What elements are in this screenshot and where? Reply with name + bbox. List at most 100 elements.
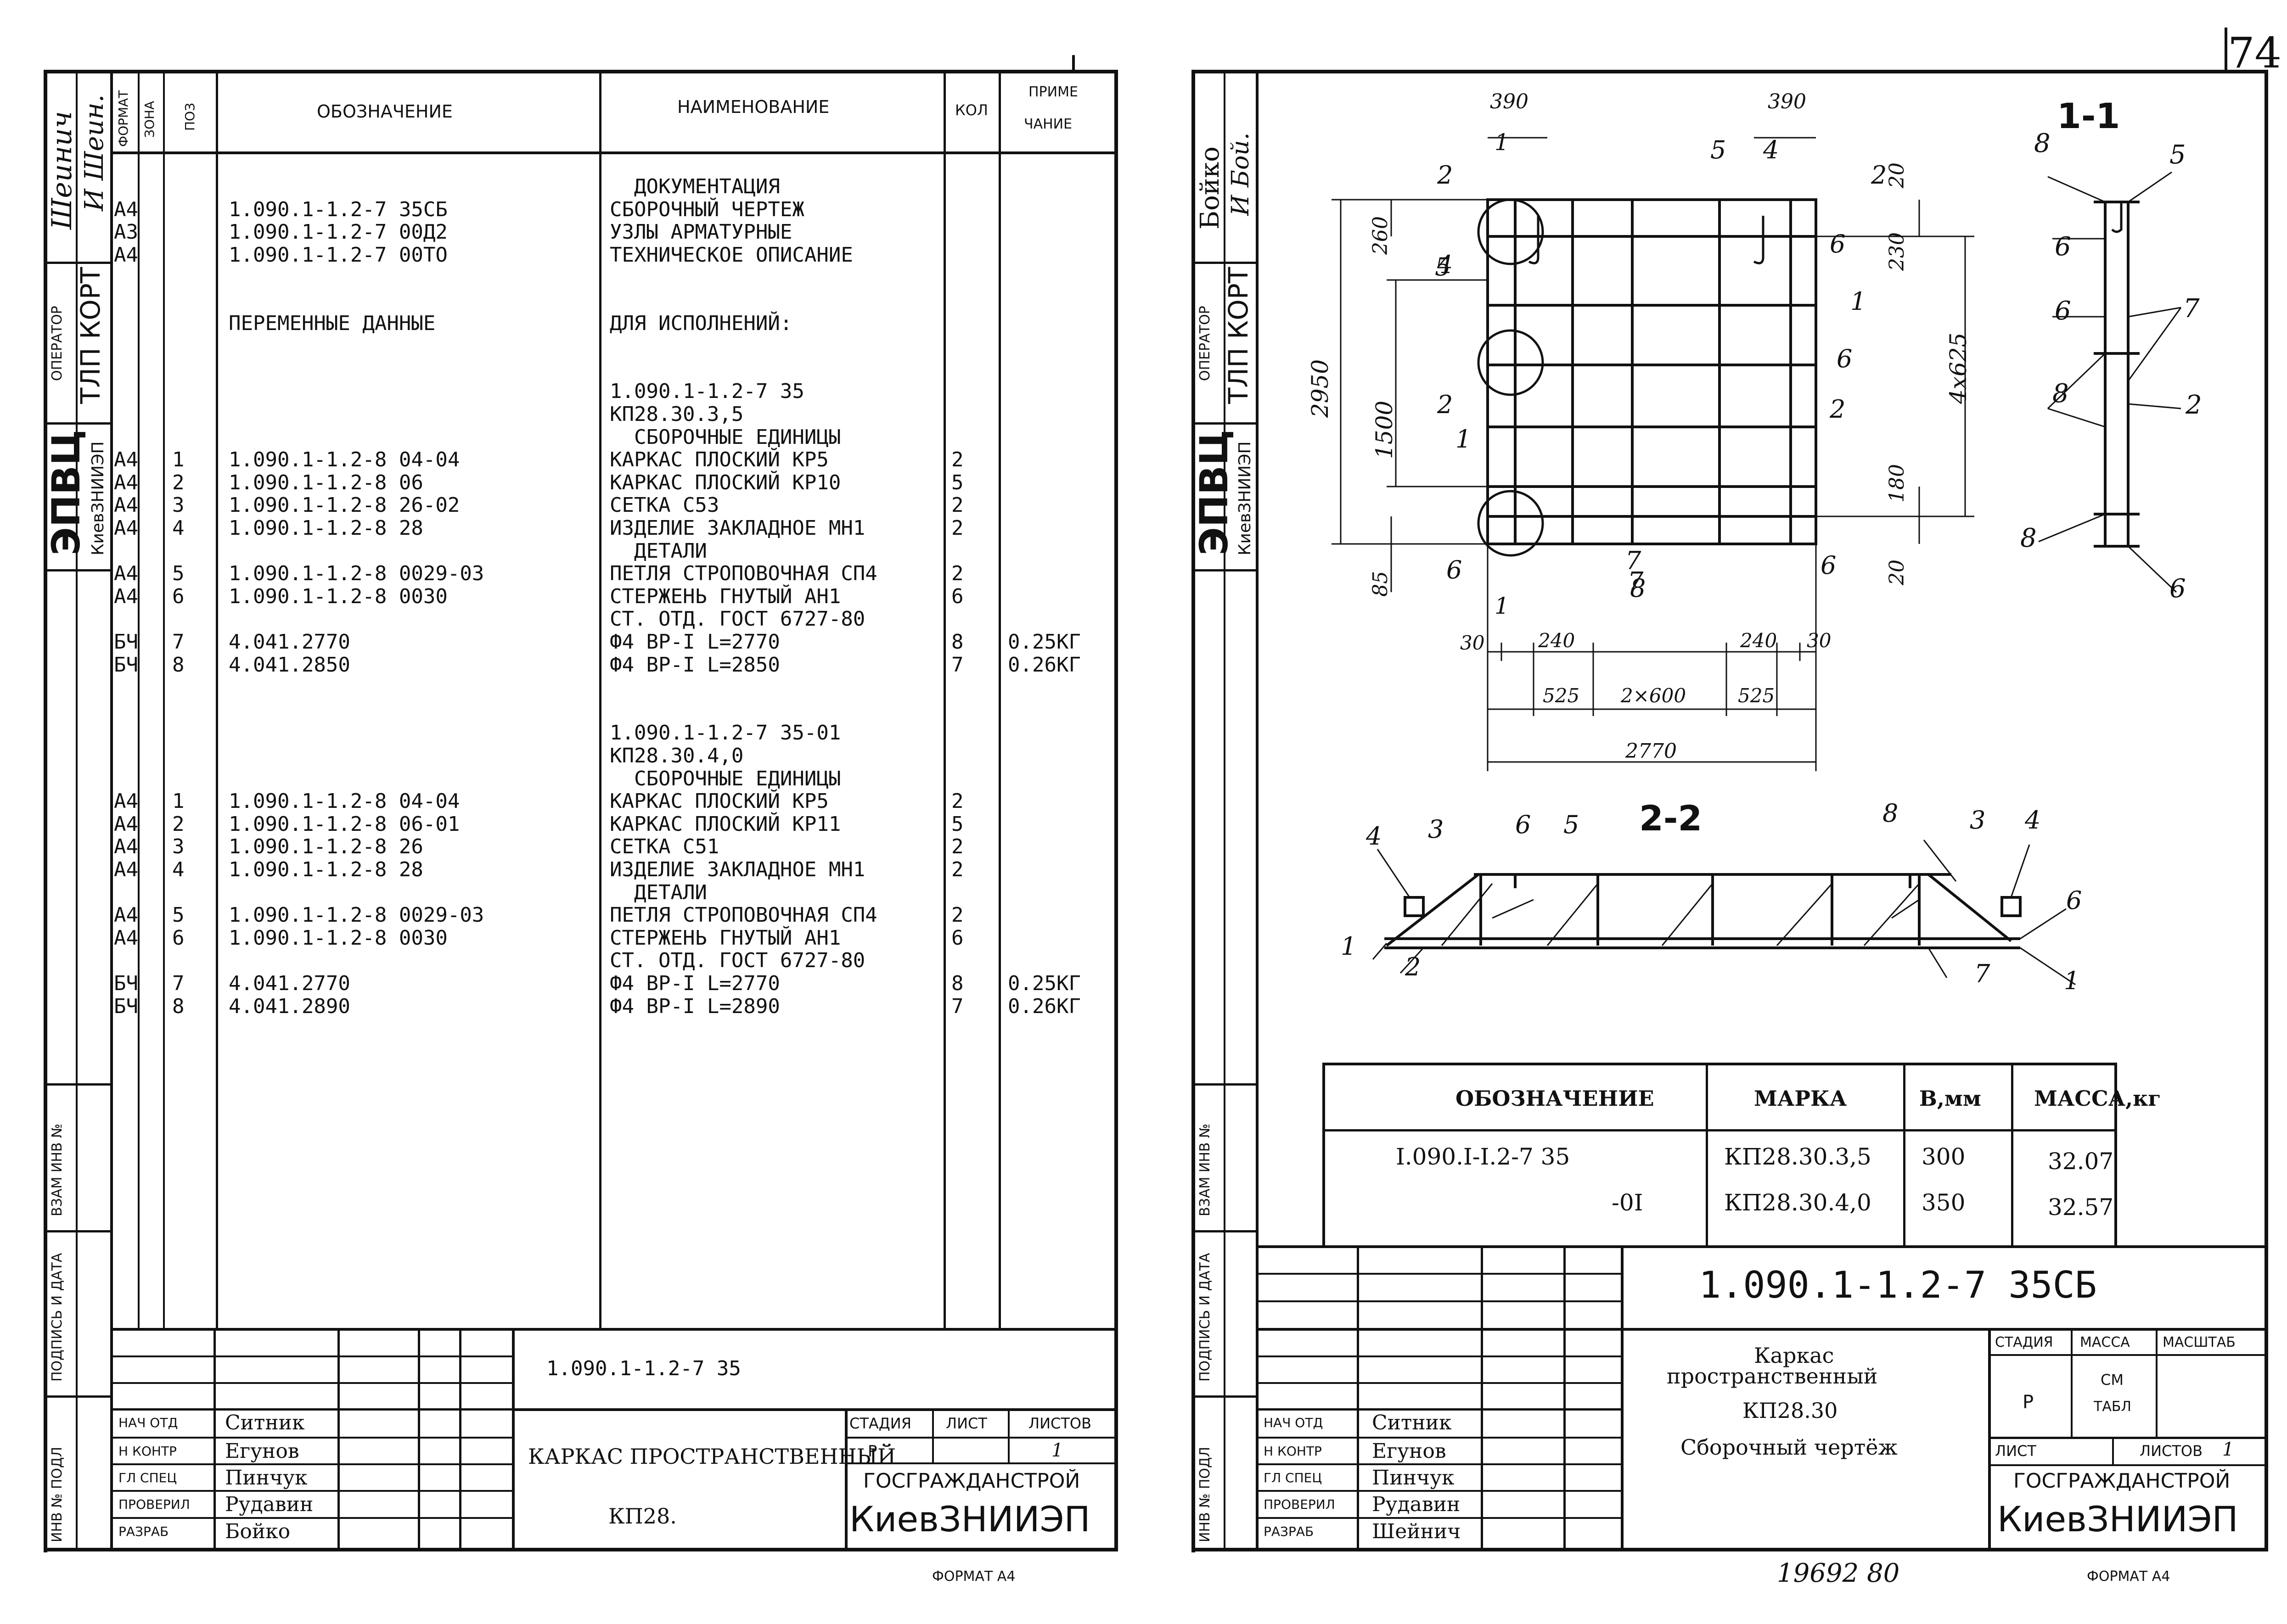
mark-table-cell: 350 [1922,1189,1966,1216]
spec-name: СТЕРЖЕНЬ ГНУТЫЙ АН1 [610,926,841,950]
role-name: Пинчук [225,1466,308,1490]
right-tb-mass-label: МАССА [2080,1334,2130,1350]
hdr-name: НАИМЕНОВАНИЕ [677,97,830,117]
mark-table-header: МАРКА [1754,1086,1847,1111]
s2-callout: 6 [2066,886,2082,915]
spec-name: СБОРОЧНЫЙ ЧЕРТЕЖ [610,198,804,221]
r-side-sign-date: ПОДПИСЬ И ДАТА [1197,1253,1213,1382]
s1-callout: 7 [2183,294,2200,324]
s1-callout: 8 [2020,523,2037,553]
right-tb-mass2: ТАБЛ [2094,1399,2131,1415]
spec-name: КП28.30.4,0 [610,744,744,767]
spec-qty: 2 [951,858,964,881]
left-tb-stage-label: СТАДИЯ [849,1415,911,1432]
spec-designation: 1.090.1-1.2-8 26 [229,835,423,858]
section-mark-1-bottom: 1 [1495,593,1509,619]
spec-pos: 1 [172,790,185,813]
spec-pos: 7 [172,972,185,995]
s1-callout: 6 [2055,232,2071,262]
spec-format: А4 [114,858,138,881]
s2-callout: 1 [1341,932,1357,961]
spec-designation: 1.090.1-1.2-8 04-04 [229,448,460,471]
mark-table-cell: КП28.30.3,5 [1724,1143,1871,1170]
s2-callout: 1 [2064,966,2080,995]
hdr-note2: ЧАНИЕ [1024,116,1073,132]
role-label: ГЛ СПЕЦ [1264,1470,1322,1485]
spec-qty: 2 [951,835,964,858]
right-tb-code: 1.090.1-1.2-7 35СБ [1699,1264,2097,1306]
left-tb-code: 1.090.1-1.2-7 35 [546,1357,741,1380]
spec-qty: 2 [951,562,964,585]
s1-callout: 5 [2169,140,2186,170]
left-tb-sheets: 1 [1051,1440,1063,1461]
spec-pos: 6 [172,585,185,608]
spec-pos: 8 [172,995,185,1018]
right-tb-sheet-label: ЛИСТ [1995,1442,2036,1460]
spec-designation: 1.090.1-1.2-8 0030 [229,926,448,950]
role-label: РАЗРАБ [1264,1524,1314,1539]
spec-designation: 1.090.1-1.2-8 26-02 [229,493,460,517]
spec-name: КАРКАС ПЛОСКИЙ КР10 [610,471,841,494]
spec-designation: 4.041.2770 [229,630,350,654]
spec-name: СТЕРЖЕНЬ ГНУТЫЙ АН1 [610,585,841,608]
spec-name: УЗЛЫ АРМАТУРНЫЕ [610,220,792,244]
plan-callout: 6 [1830,230,1846,258]
s1-callout: 8 [2034,129,2051,158]
dim-bottom-525-left: 525 [1543,684,1580,707]
role-name: Егунов [225,1439,299,1463]
spec-format: А4 [114,562,138,585]
right-tb-scale-label: МАСШТАБ [2163,1334,2236,1350]
role-label: ПРОВЕРИЛ [1264,1497,1335,1512]
mark-table-cell: 300 [1922,1143,1966,1170]
spec-name: КП28.30.3,5 [610,403,744,426]
spec-name: ДЕТАЛИ [610,539,707,563]
right-tb-sheets-label: ЛИСТОВ [2140,1442,2203,1460]
spec-name: КАРКАС ПЛОСКИЙ КР5 [610,448,829,471]
dim-right-bottom-small: 20 [1885,560,1909,585]
s2-callout: 3 [1970,806,1986,834]
role-label: НАЧ ОТД [118,1415,178,1430]
dim-top-left: 390 [1490,90,1528,113]
spec-format: А4 [114,243,138,267]
hdr-note1: ПРИМЕ [1028,84,1078,100]
spec-pos: 8 [172,653,185,677]
spec-format: А4 [114,448,138,471]
spec-pos: 1 [172,448,185,471]
role-label: ГЛ СПЕЦ [118,1470,177,1485]
spec-format: А4 [114,198,138,221]
spec-designation: 4.041.2890 [229,995,350,1018]
r-side-inv-orig: ИНВ № ПОДЛ [1197,1446,1213,1542]
spec-name: ДЕТАЛИ [610,881,707,904]
spec-qty: 6 [951,926,964,950]
spec-note: 0.25КГ [1008,630,1081,654]
role-name: Бойко [225,1520,291,1543]
spec-designation: 1.090.1-1.2-7 35СБ [229,198,448,221]
role-name: Егунов [1372,1439,1446,1463]
side-sign-date: ПОДПИСЬ И ДАТА [49,1253,65,1382]
s2-callout: 3 [1428,815,1444,844]
spec-pos: 2 [172,471,185,494]
s1-callout: 8 [2052,379,2069,409]
dim-left-top: 260 [1369,216,1392,255]
left-tb-org1: ГОСГРАЖДАНСТРОЙ [863,1469,1080,1493]
spec-designation: 1.090.1-1.2-7 00Д2 [229,220,448,244]
plan-callout: 2 [1830,395,1846,424]
spec-note: 0.26КГ [1008,995,1081,1018]
spec-name: ТЕХНИЧЕСКОЕ ОПИСАНИЕ [610,243,853,267]
spec-format: БЧ [114,972,138,995]
spec-format: А4 [114,903,138,927]
plan-callout: 4 [1763,135,1779,164]
spec-name: 1.090.1-1.2-7 35-01 [610,721,841,745]
spec-pos: 3 [172,835,185,858]
right-tb-title3: КП28.30 [1742,1398,1838,1423]
section-2-title: 2-2 [1639,798,1703,839]
spec-pos: 7 [172,630,185,654]
right-bottom-number: 19692 80 [1777,1558,1900,1588]
dim-bottom-240-left: 240 [1538,629,1575,652]
spec-designation: 1.090.1-1.2-7 00ТО [229,243,448,267]
right-tb-sheets: 1 [2222,1439,2234,1460]
role-label: Н КОНТР [1264,1444,1322,1459]
spec-qty: 2 [951,516,964,540]
spec-pos: 5 [172,562,185,585]
spec-name: СТ. ОТД. ГОСТ 6727-80 [610,949,865,972]
